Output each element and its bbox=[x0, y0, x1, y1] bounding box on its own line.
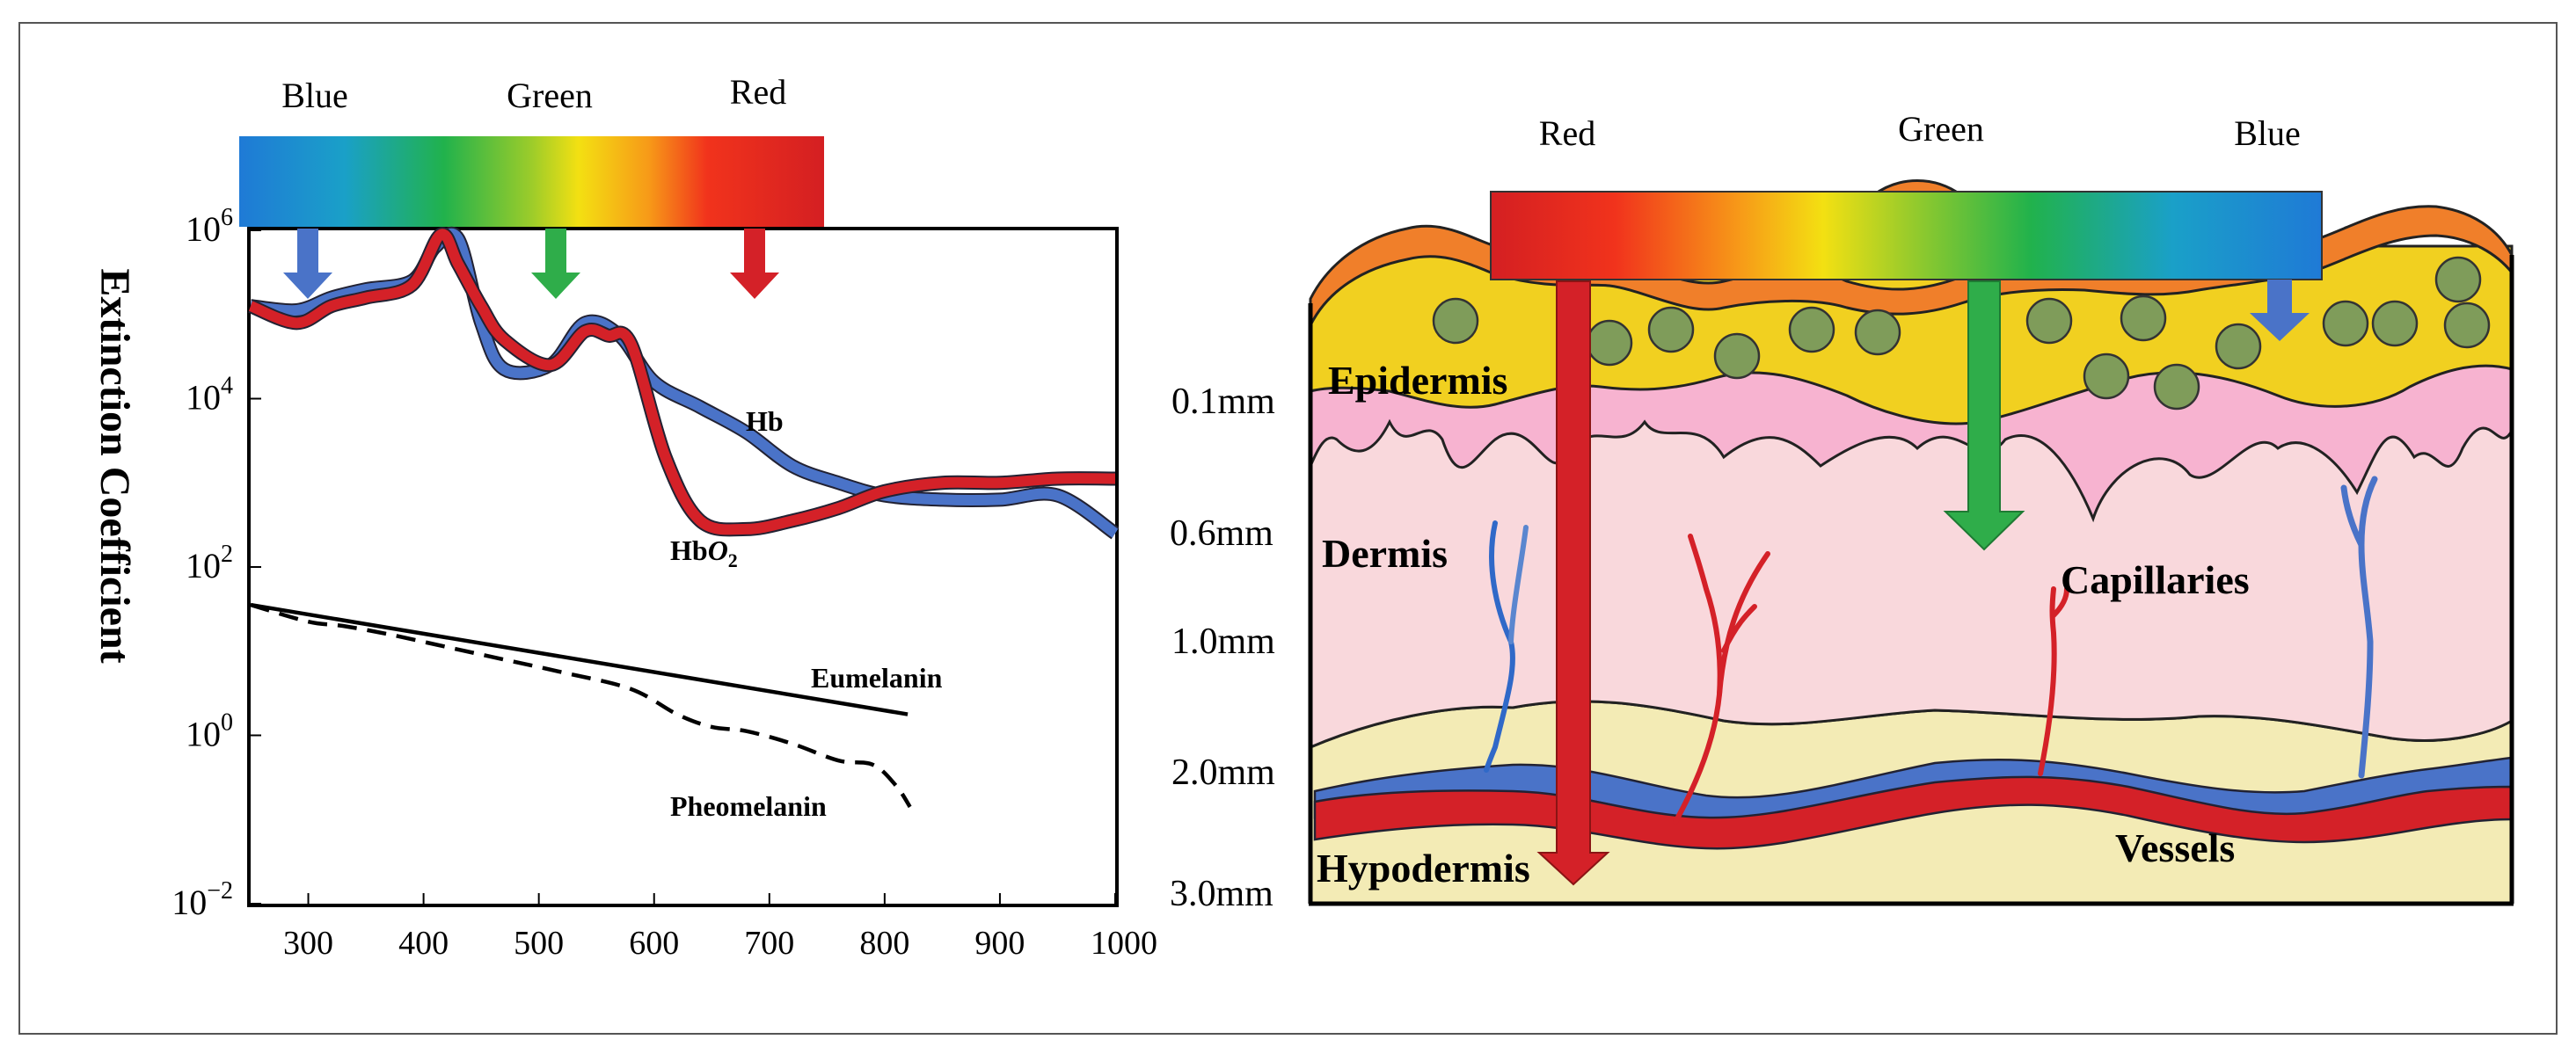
capillary-red-1-branch-b bbox=[1721, 604, 1757, 653]
series-line-pheomelanin bbox=[250, 602, 912, 809]
hbo2-o: O bbox=[708, 534, 728, 566]
label-epidermis: Epidermis bbox=[1328, 358, 1507, 403]
blue-arrow-down-icon bbox=[283, 229, 332, 299]
spectrum-label-green: Green bbox=[507, 76, 593, 115]
cell-nucleus bbox=[2371, 300, 2419, 347]
plot-area bbox=[247, 227, 1119, 907]
x-tick-label: 700 bbox=[744, 925, 794, 962]
cell-nucleus bbox=[1432, 297, 1479, 345]
x-tick-label: 800 bbox=[859, 925, 909, 962]
depth-label-3-0mm: 3.0mm bbox=[1170, 874, 1273, 914]
figure-frame bbox=[18, 22, 2558, 1035]
y-tick-label: 104 bbox=[186, 373, 233, 418]
spectrum-label-blue-right: Blue bbox=[2234, 113, 2301, 153]
series-line-hbo2 bbox=[248, 229, 1116, 535]
cell-nucleus bbox=[1854, 309, 1901, 356]
series-label-pheomelanin: Pheomelanin bbox=[670, 790, 827, 822]
epidermal-cells bbox=[1432, 256, 2491, 411]
cell-nucleus bbox=[2153, 363, 2200, 411]
capillary-blue-left-branch bbox=[1508, 525, 1529, 644]
cell-nucleus bbox=[2434, 256, 2482, 303]
capillary-blue-right-branch bbox=[2340, 484, 2365, 549]
left-panel: Blue Green Red Extinction Coefficient 30… bbox=[91, 72, 1157, 962]
capillary-red-1-branch-a bbox=[1717, 551, 1770, 697]
cell-nucleus bbox=[2322, 300, 2369, 347]
x-tick-label: 900 bbox=[974, 925, 1025, 962]
capillary-red-2-branch bbox=[2051, 586, 2069, 618]
cell-nucleus bbox=[1788, 306, 1835, 353]
cell-nucleus bbox=[2215, 323, 2262, 370]
cell-nucleus bbox=[1586, 319, 1633, 367]
capillary-blue-right bbox=[2358, 476, 2378, 779]
y-tick-label: 102 bbox=[186, 541, 233, 585]
capillary-blue-left bbox=[1484, 520, 1515, 773]
cell-nucleus bbox=[2120, 294, 2167, 342]
cell-nucleus bbox=[1713, 332, 1761, 380]
label-dermis: Dermis bbox=[1322, 531, 1448, 576]
spectrum-label-blue: Blue bbox=[281, 76, 348, 115]
label-vessels: Vessels bbox=[2115, 825, 2235, 870]
y-tick-label: 100 bbox=[186, 709, 233, 754]
cell-nucleus bbox=[2443, 302, 2491, 349]
capillary-red-2 bbox=[2038, 586, 2057, 776]
curves bbox=[247, 226, 1120, 809]
series-label-hb: Hb bbox=[746, 405, 784, 437]
y-tick-label: 10−2 bbox=[171, 877, 233, 922]
x-tick-label: 500 bbox=[514, 925, 564, 962]
hbo2-base: Hb bbox=[670, 534, 708, 566]
depth-label-1-0mm: 1.0mm bbox=[1171, 621, 1275, 662]
red-arrow-down-icon bbox=[730, 229, 779, 299]
spectrum-bar-right bbox=[1490, 191, 2323, 280]
depth-label-2-0mm: 2.0mm bbox=[1171, 752, 1275, 793]
x-tick-label: 400 bbox=[398, 925, 449, 962]
cell-nucleus bbox=[2025, 297, 2073, 345]
hbo2-subscript: 2 bbox=[728, 549, 738, 571]
series-label-eumelanin: Eumelanin bbox=[811, 662, 943, 694]
series-line-eumelanin bbox=[250, 602, 909, 716]
cell-nucleus bbox=[2083, 353, 2130, 400]
green-penetration-arrow-icon bbox=[1943, 280, 2025, 551]
depth-label-0-1mm: 0.1mm bbox=[1171, 382, 1275, 422]
capillary-red-1 bbox=[1673, 534, 1723, 825]
y-ticks: 106 104 102 100 10−2 bbox=[171, 204, 261, 922]
red-penetration-arrow-icon bbox=[1536, 280, 1610, 886]
spectrum-label-red-right: Red bbox=[1539, 113, 1595, 153]
x-tick-label: 600 bbox=[629, 925, 679, 962]
spectrum-label-green-right: Green bbox=[1898, 109, 1984, 149]
blue-penetration-arrow-icon bbox=[2250, 280, 2310, 341]
x-tick-label: 300 bbox=[283, 925, 333, 962]
label-hypodermis: Hypodermis bbox=[1317, 846, 1530, 890]
y-tick-label: 106 bbox=[186, 204, 233, 249]
spectrum-bar-left bbox=[239, 136, 824, 227]
label-capillaries: Capillaries bbox=[2061, 557, 2250, 602]
green-arrow-down-icon bbox=[531, 229, 580, 299]
spectrum-label-red: Red bbox=[730, 72, 786, 112]
depth-label-0-6mm: 0.6mm bbox=[1170, 513, 1273, 554]
x-ticks: 300 400 500 600 700 800 900 1000 bbox=[283, 893, 1157, 962]
papillary-dermis-layer bbox=[1309, 359, 2514, 523]
epidermis-layer bbox=[1309, 244, 2514, 425]
right-panel: Red Green Blue Epidermis Dermis Hypoderm… bbox=[1170, 109, 2514, 914]
series-label-hbo2: HbO2 bbox=[670, 534, 738, 571]
capillaries bbox=[1484, 476, 2378, 825]
cell-nucleus bbox=[1647, 306, 1695, 353]
y-axis-title: Extinction Coefficient bbox=[91, 268, 138, 663]
x-tick-label: 1000 bbox=[1091, 925, 1157, 962]
